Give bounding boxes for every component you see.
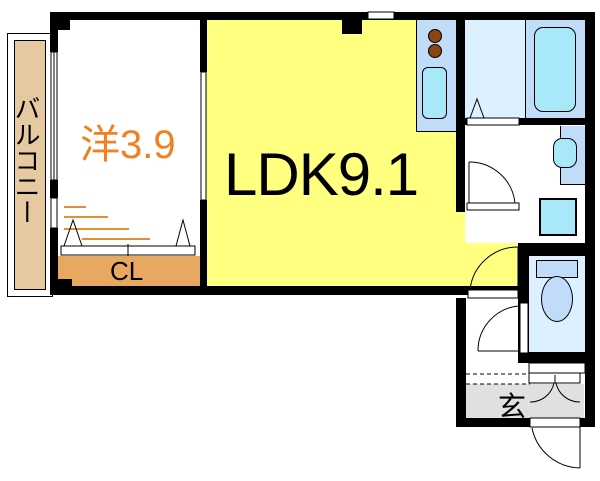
washroom-front	[465, 18, 525, 118]
closet-label: CL	[110, 256, 144, 286]
sink-icon	[422, 67, 447, 119]
hall	[464, 298, 523, 376]
entrance	[466, 384, 584, 418]
bathtub-icon	[534, 27, 576, 112]
balcony	[7, 33, 53, 297]
closet	[58, 256, 200, 286]
stove-burner-icon	[428, 29, 442, 43]
entrance-label: 玄	[498, 391, 527, 422]
washbasin-icon	[553, 138, 577, 168]
western-room-label: 洋3.9	[80, 123, 176, 167]
stove-burner-icon	[428, 44, 442, 58]
washing-machine-icon	[539, 198, 577, 236]
wall	[50, 12, 595, 20]
ldk-label: LDK9.1	[224, 141, 419, 208]
toilet-bowl-icon	[541, 276, 573, 322]
balcony-label: バルコニー	[11, 95, 41, 225]
